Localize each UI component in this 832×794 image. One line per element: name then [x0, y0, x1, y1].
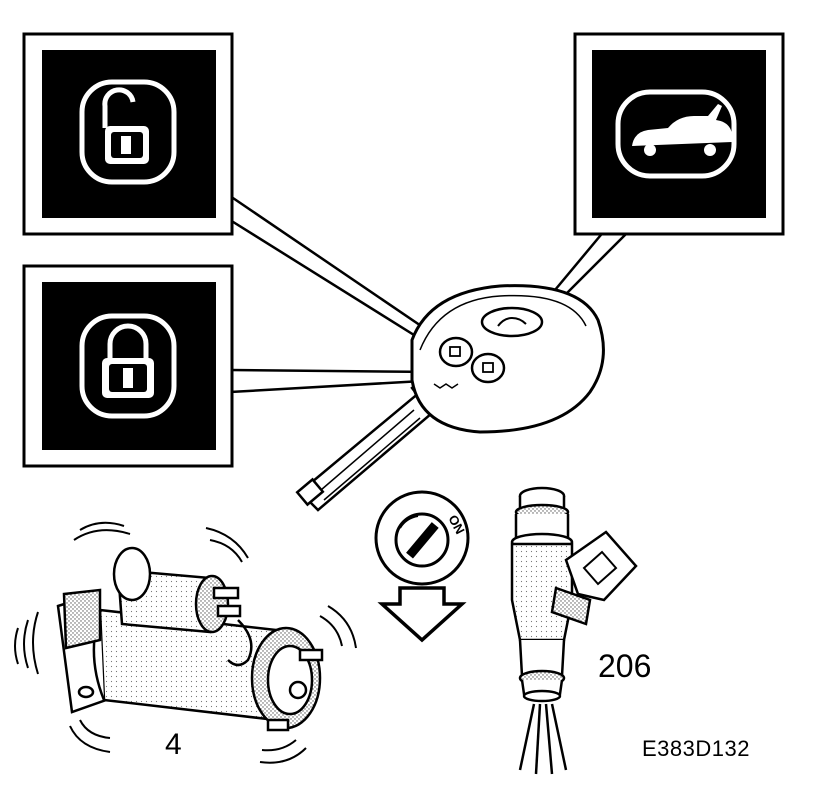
- unlock-panel: [22, 32, 234, 236]
- vibration-lines: [14, 521, 357, 764]
- starter-motor: [14, 521, 357, 764]
- starter-motor-number: 4: [165, 728, 182, 761]
- unlock-icon: [79, 79, 177, 185]
- trunk-icon: [615, 89, 737, 179]
- down-arrow: [377, 586, 467, 643]
- ignition-switch: [374, 490, 470, 586]
- trunk-panel: [573, 32, 785, 236]
- key-fob: [295, 284, 605, 512]
- figure-code: E383D132: [642, 736, 750, 761]
- lock-panel: [22, 264, 234, 468]
- fuel-injector-number: 206: [598, 648, 652, 684]
- callout-leaders: [229, 194, 631, 394]
- lock-icon: [79, 313, 177, 419]
- fuel-injector: [510, 486, 638, 703]
- fuel-spray: [518, 703, 568, 775]
